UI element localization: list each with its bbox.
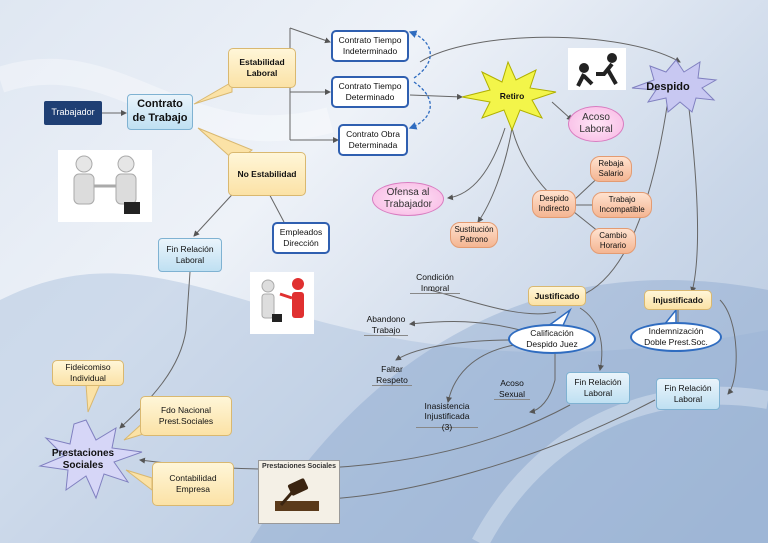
trabajador-node[interactable]: Trabajador — [44, 101, 102, 125]
injustificado-node[interactable]: Injustificado — [644, 290, 712, 310]
empleados-direccion-node[interactable]: Empleados Dirección — [272, 222, 330, 254]
despido-indirecto-node[interactable]: Despido Indirecto — [532, 190, 576, 218]
estabilidad-laboral-node[interactable]: Estabilidad Laboral — [228, 48, 296, 88]
retiro-starburst — [461, 60, 557, 132]
sustitucion-patrono-node[interactable]: Sustitución Patrono — [450, 222, 498, 248]
acoso-laboral-node[interactable]: Acoso Laboral — [568, 106, 624, 142]
trabajo-incompatible-node[interactable]: Trabajo Incompatible — [592, 192, 652, 218]
abandono-trabajo-node[interactable]: Abandono Trabajo — [364, 314, 408, 336]
faltar-respeto-node[interactable]: Faltar Respeto — [372, 364, 412, 386]
ofensa-trabajador-node[interactable]: Ofensa al Trabajador — [372, 182, 444, 216]
condicion-inmoral-node[interactable]: Condición Inmoral — [410, 272, 460, 294]
fin-relacion-node-2[interactable]: Fin Relación Laboral — [566, 372, 630, 404]
gavel-book-icon: Prestaciones Sociales — [258, 460, 340, 524]
handshake-people-icon — [58, 150, 152, 222]
prestaciones-sociales-label[interactable]: Prestaciones Sociales — [51, 447, 115, 472]
fdo-nacional-node[interactable]: Fdo Nacional Prest.Sociales — [140, 396, 232, 436]
acoso-sexual-node[interactable]: Acoso Sexual — [494, 378, 530, 400]
despido-label[interactable]: Despido — [646, 81, 690, 94]
contabilidad-empresa-node[interactable]: Contabilidad Empresa — [152, 462, 234, 506]
prestaciones-starburst — [38, 419, 143, 500]
contrato-trabajo-node[interactable]: Contrato de Trabajo — [127, 94, 193, 130]
pointing-people-icon — [250, 272, 314, 334]
indemnizacion-node[interactable]: Indemnización Doble Prest.Soc. — [630, 322, 722, 352]
pushing-people-icon — [568, 48, 626, 90]
fideicomiso-node[interactable]: Fideicomiso Individual — [52, 360, 124, 386]
calificacion-despido-node[interactable]: Calificación Despido Juez — [508, 324, 596, 354]
contrato-determinado-node[interactable]: Contrato Tiempo Determinado — [331, 76, 409, 108]
rebaja-salario-node[interactable]: Rebaja Salario — [590, 156, 632, 182]
inasistencia-node[interactable]: Inasistencia Injustificada (3) — [416, 401, 478, 432]
justificado-node[interactable]: Justificado — [528, 286, 586, 306]
contrato-indeterminado-node[interactable]: Contrato Tiempo Indeterminado — [331, 30, 409, 62]
cambio-horario-node[interactable]: Cambio Horario — [590, 228, 636, 254]
no-estabilidad-node[interactable]: No Estabilidad — [228, 152, 306, 196]
contrato-obra-node[interactable]: Contrato Obra Determinada — [338, 124, 408, 156]
fin-relacion-node-3[interactable]: Fin Relación Laboral — [656, 378, 720, 410]
book-title: Prestaciones Sociales — [262, 463, 336, 470]
despido-starburst — [631, 59, 718, 113]
fin-relacion-node-1[interactable]: Fin Relación Laboral — [158, 238, 222, 272]
retiro-label[interactable]: Retiro — [499, 90, 525, 101]
